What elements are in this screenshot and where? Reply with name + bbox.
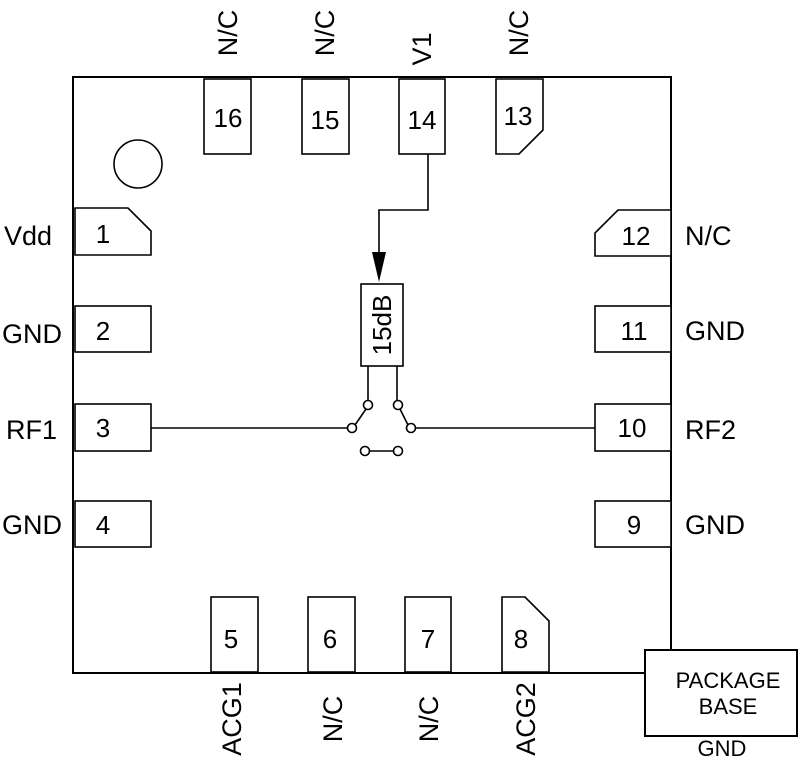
pin-6-pad xyxy=(307,596,356,673)
bypass-contact-left xyxy=(359,445,371,457)
pin-14-name: V1 xyxy=(407,32,437,65)
pin-9-pad xyxy=(594,500,672,548)
package-base-connection-label: GND xyxy=(698,736,747,761)
pin-15-name: N/C xyxy=(310,10,340,57)
pin-3-pad xyxy=(74,403,152,452)
pin-4-number: 4 xyxy=(96,510,110,540)
pin-15-number: 15 xyxy=(311,105,340,135)
pin-10-pad xyxy=(594,403,672,452)
pin-10-name: RF2 xyxy=(685,415,736,445)
pin-11-number: 11 xyxy=(621,316,648,346)
pin-12-number: 12 xyxy=(622,221,651,251)
pin-3-name: RF1 xyxy=(6,415,57,445)
v1-control-line xyxy=(378,154,429,258)
pin-2-name: GND xyxy=(2,319,62,349)
pin-12-pad xyxy=(594,209,672,257)
pin-8-pad xyxy=(501,596,550,673)
package-base-label-line1: PACKAGE xyxy=(676,668,781,693)
pin-11-pad xyxy=(594,305,672,353)
pin-6-name: N/C xyxy=(318,696,348,743)
pin-1-name: Vdd xyxy=(4,221,52,251)
pin-1-pad xyxy=(74,207,152,256)
pin-9-name: GND xyxy=(685,510,745,540)
pin-7-name: N/C xyxy=(414,696,444,743)
pin-13-pad xyxy=(495,78,544,155)
attenuator-label: 15dB xyxy=(367,295,397,356)
package-base-label-line2: BASE xyxy=(699,694,758,719)
pin-16-pad xyxy=(203,78,252,155)
bypass-contact-right xyxy=(392,445,404,457)
pin-7-pad xyxy=(404,596,452,673)
pin-8-name: ACG2 xyxy=(511,682,541,756)
pin-12-name: N/C xyxy=(685,221,732,251)
pin-13-number: 13 xyxy=(504,101,533,131)
pin-14-number: 14 xyxy=(408,105,437,135)
pin-14-pad xyxy=(398,78,446,155)
pin-5-number: 5 xyxy=(224,624,238,654)
pin-10-number: 10 xyxy=(618,413,647,443)
pin-4-name: GND xyxy=(2,510,62,540)
pin-11-name: GND xyxy=(685,316,745,346)
control-arrowhead xyxy=(372,252,386,282)
pin-2-number: 2 xyxy=(96,316,110,346)
pin-5-name: ACG1 xyxy=(217,682,247,756)
pin-9-number: 9 xyxy=(627,510,641,540)
switch-contact-right-top xyxy=(392,399,404,411)
pin-8-number: 8 xyxy=(514,624,528,654)
pin-3-number: 3 xyxy=(96,413,110,443)
package-body xyxy=(72,76,672,674)
pin1-indicator-dot xyxy=(113,139,163,189)
attenuator-block xyxy=(360,283,404,367)
pin-2-pad xyxy=(74,305,152,353)
pin-16-name: N/C xyxy=(213,10,243,57)
pin-13-name: N/C xyxy=(504,10,534,57)
pin-4-pad xyxy=(74,500,152,548)
pin-7-number: 7 xyxy=(421,624,435,654)
switch-arm-left xyxy=(354,408,367,426)
pin-5-pad xyxy=(210,596,259,673)
switch-arm-right xyxy=(399,408,409,426)
pin-16-number: 16 xyxy=(214,103,243,133)
pin-6-number: 6 xyxy=(323,624,337,654)
package-base-box xyxy=(644,649,798,737)
switch-contact-left-top xyxy=(362,399,374,411)
pin-1-number: 1 xyxy=(96,219,110,249)
pin-15-pad xyxy=(301,78,350,155)
